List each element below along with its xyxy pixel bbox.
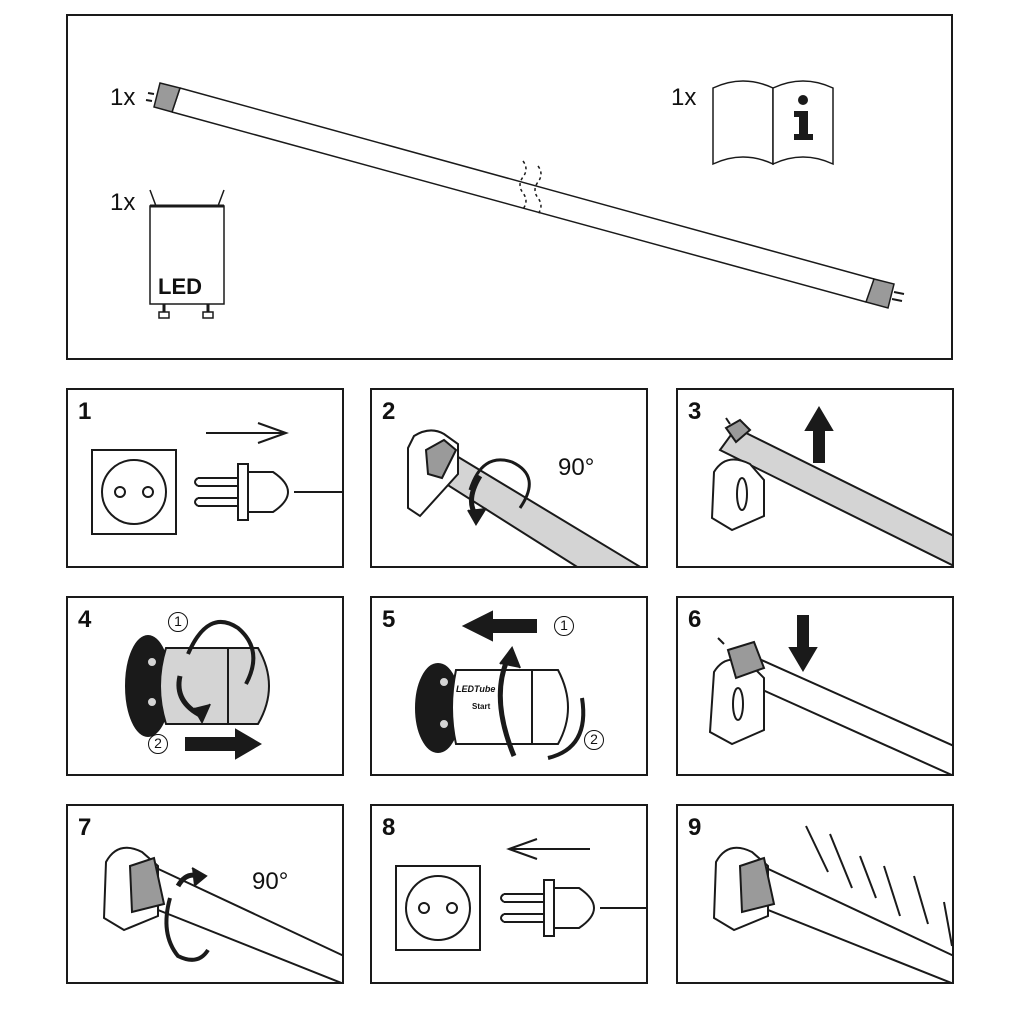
step-6-drawing [708, 615, 952, 774]
arrow-right-icon [185, 728, 262, 760]
wall-socket-icon [91, 449, 177, 535]
step-7-panel: 7 90° [66, 804, 344, 984]
step-number: 3 [688, 398, 702, 425]
tube-quantity: 1x [110, 84, 136, 111]
step-3-panel: 3 [676, 388, 954, 568]
power-plug-icon [500, 879, 646, 937]
sub-step-badge: 1 [554, 616, 574, 636]
light-rays-icon [805, 825, 952, 947]
step-number: 4 [78, 606, 92, 633]
starter-icon [159, 647, 229, 725]
step-4-panel: 4 1 2 [66, 596, 344, 776]
manual-info-icon [712, 80, 834, 166]
step-5-panel: 5 LEDTube Start 1 2 [370, 596, 648, 776]
step-6-panel: 6 [676, 596, 954, 776]
starter-label: LED [158, 274, 202, 299]
step-8-drawing [395, 838, 646, 951]
step-number: 1 [78, 398, 92, 425]
step-number: 8 [382, 814, 396, 841]
step-8-panel: 8 [370, 804, 648, 984]
step-number: 9 [688, 814, 702, 841]
manual-quantity: 1x [671, 84, 697, 111]
led-starter-icon [451, 669, 533, 745]
step-2-drawing [407, 429, 641, 566]
step-5-drawing [415, 610, 586, 760]
arrow-down-icon [788, 615, 818, 672]
step-9-panel: 9 [676, 804, 954, 984]
contents-drawing [145, 80, 905, 319]
step-number: 2 [382, 398, 396, 425]
step-7-drawing [102, 846, 342, 982]
rotation-angle-label: 90° [252, 868, 289, 895]
step-2-panel: 2 90° [370, 388, 648, 568]
arrow-up-icon [804, 406, 834, 463]
step-1-panel: 1 [66, 388, 344, 568]
wall-socket-icon [395, 865, 481, 951]
led-tube-illustration [145, 82, 905, 309]
step-number: 7 [78, 814, 92, 841]
step-4-drawing [125, 620, 270, 760]
led-starter-illustration [149, 189, 225, 319]
step-number: 6 [688, 606, 702, 633]
sub-step-badge: 1 [168, 612, 188, 632]
step-3-drawing [710, 406, 952, 566]
step-1-drawing [91, 422, 342, 535]
package-contents-panel: 1x 1x 1x LED [66, 14, 953, 360]
starter-brand-text: LEDTube [456, 684, 496, 694]
power-plug-icon [194, 463, 342, 521]
starter-type-text: Start [472, 702, 491, 711]
step-number: 5 [382, 606, 396, 633]
sub-step-badge: 2 [148, 734, 168, 754]
arrow-left-icon [461, 610, 537, 642]
step-9-drawing [712, 825, 952, 982]
rotation-angle-label: 90° [558, 454, 595, 481]
starter-quantity: 1x [110, 189, 136, 216]
sub-step-badge: 2 [584, 730, 604, 750]
